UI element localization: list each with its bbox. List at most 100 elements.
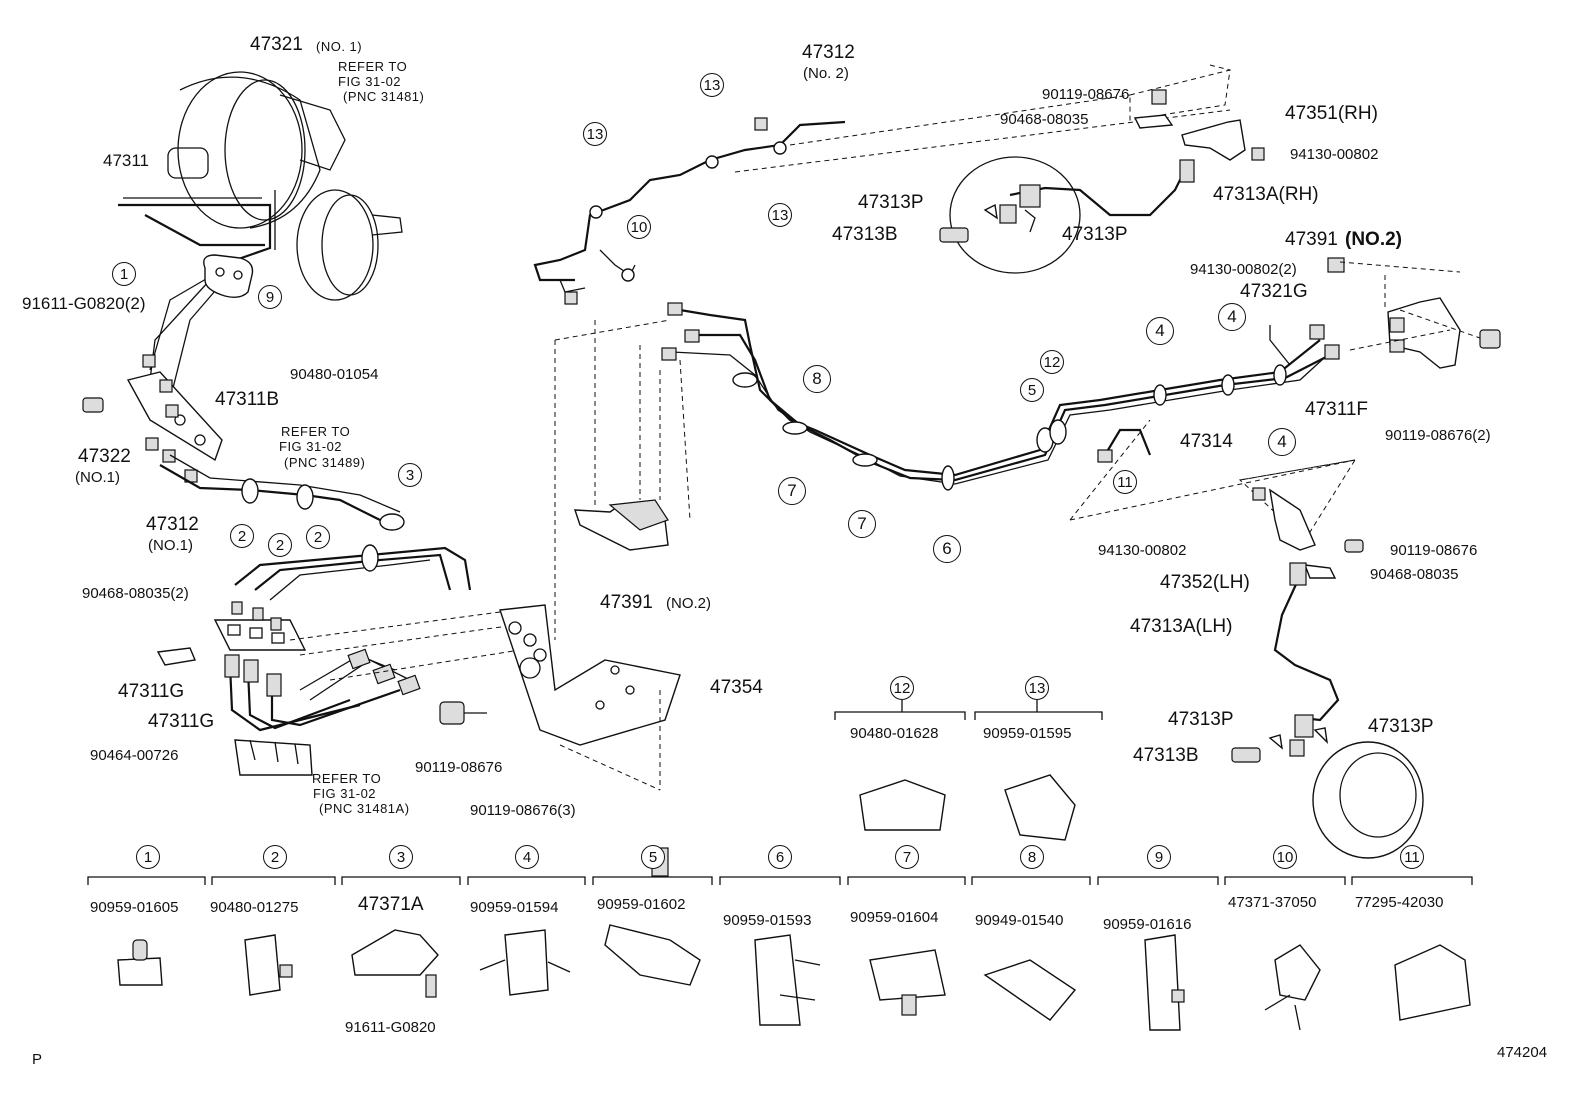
table-callout-7: 7	[895, 845, 919, 869]
table-part-13: 90959-01595	[983, 725, 1072, 742]
label-90468-08035-2: 90468-08035(2)	[82, 585, 189, 602]
table-part-5: 90959-01602	[597, 896, 686, 913]
label-90468-08035-a: 90468-08035	[1000, 111, 1089, 128]
label-90119-08676-c: 90119-08676	[415, 759, 503, 776]
callout-3: 3	[398, 463, 422, 487]
brake-booster	[167, 71, 403, 301]
label-47311b: 47311B	[215, 389, 280, 410]
refer1-line2: FIG 31-02	[338, 74, 402, 89]
label-47312-no2: 47312	[802, 42, 855, 63]
lower-tubes	[224, 648, 421, 732]
label-90119-08676-2: 90119-08676(2)	[1385, 427, 1491, 444]
table-part-7: 90959-01604	[850, 909, 939, 926]
label-47311g-b: 47311G	[148, 711, 215, 732]
callout-5: 5	[1020, 378, 1044, 402]
table-callout-2: 2	[263, 845, 287, 869]
footer-left: P	[32, 1051, 43, 1068]
refer1-line3: (PNC 31481)	[343, 89, 425, 104]
label-94130-00802-b: 94130-00802	[1098, 542, 1187, 559]
callout-2c: 2	[306, 525, 330, 549]
label-47313b-b: 47313B	[1133, 745, 1199, 766]
lh-brake-assembly	[1231, 459, 1424, 859]
label-47313a-rh: 47313A(RH)	[1213, 184, 1319, 205]
table-part-4: 90959-01594	[470, 899, 559, 916]
label-47351-rh: 47351(RH)	[1285, 103, 1378, 124]
clip-drawings	[117, 774, 1471, 1031]
label-90480-01054: 90480-01054	[290, 366, 379, 383]
callout-8: 8	[803, 365, 831, 393]
callout-6: 6	[933, 535, 961, 563]
callout-2b: 2	[268, 533, 292, 557]
table-callout-10: 10	[1273, 845, 1297, 869]
table-callout-5: 5	[641, 845, 665, 869]
main-tube-run	[661, 302, 1340, 491]
label-47354: 47354	[710, 677, 763, 698]
label-47321-no: (NO. 1)	[316, 39, 363, 54]
label-90119-08676-3: 90119-08676(3)	[470, 802, 576, 819]
label-90468-08035-b: 90468-08035	[1370, 566, 1459, 583]
tube-47312-no2	[533, 117, 846, 305]
label-47312-no1-sub: (NO.1)	[148, 537, 193, 554]
footer-right: 474204	[1497, 1044, 1548, 1061]
callout-4b: 4	[1218, 303, 1246, 331]
label-47391-left-sub: (NO.2)	[666, 595, 711, 612]
table-callout-3: 3	[389, 845, 413, 869]
label-47321g: 47321G	[1240, 281, 1308, 302]
refer1-line1: REFER TO	[338, 59, 408, 74]
refer2-line1: REFER TO	[281, 424, 351, 439]
table-callout-4: 4	[515, 845, 539, 869]
refer2-line2: FIG 31-02	[279, 439, 343, 454]
label-47322: 47322	[78, 446, 131, 467]
table-part-1: 90959-01605	[90, 899, 179, 916]
callout-7a: 7	[778, 477, 806, 505]
callout-11: 11	[1113, 470, 1137, 494]
callout-7b: 7	[848, 510, 876, 538]
label-47391-left: 47391	[600, 592, 653, 613]
refer2-line3: (PNC 31489)	[284, 455, 366, 470]
table-callout-13: 13	[1025, 676, 1049, 700]
dashed-guides-left	[289, 319, 691, 681]
label-91611-g0820-2: 91611-G0820(2)	[22, 294, 146, 313]
table-part-11: 77295-42030	[1355, 894, 1444, 911]
table-sub-bolt: 91611-G0820	[345, 1019, 436, 1036]
refer3-line1: REFER TO	[312, 771, 382, 786]
label-90119-08676-a: 90119-08676	[1042, 86, 1130, 103]
label-94130-00802-a: 94130-00802	[1290, 146, 1379, 163]
tube-47312-no1	[159, 454, 405, 531]
label-47313p-b: 47313P	[1062, 224, 1128, 245]
table-part-12: 90480-01628	[850, 725, 939, 742]
table-part-6: 90959-01593	[723, 912, 812, 929]
callout-4c: 4	[1268, 428, 1296, 456]
table-part-3: 47371A	[358, 894, 424, 915]
bracket-47391-left	[574, 499, 669, 551]
table-callout-11: 11	[1400, 845, 1424, 869]
label-47312-no1: 47312	[146, 514, 199, 535]
table-callout-6: 6	[768, 845, 792, 869]
label-47313a-lh: 47313A(LH)	[1130, 616, 1233, 637]
table-part-9: 90959-01616	[1103, 916, 1192, 933]
label-47391-right: 47391	[1285, 229, 1338, 250]
tube-bundle-47311g	[234, 544, 472, 601]
bracket-plate	[213, 619, 307, 651]
label-90464-00726: 90464-00726	[90, 747, 179, 764]
callout-12: 12	[1040, 350, 1064, 374]
table-callout-8: 8	[1020, 845, 1044, 869]
refer3-line2: FIG 31-02	[313, 786, 377, 801]
callout-13a: 13	[700, 73, 724, 97]
table-part-8: 90949-01540	[975, 912, 1064, 929]
callout-10: 10	[627, 215, 651, 239]
table-part-10: 47371-37050	[1228, 894, 1317, 911]
grommet-90480-01054	[203, 254, 254, 299]
label-47313p-c: 47313P	[1168, 709, 1234, 730]
label-94130-00802-2: 94130-00802(2)	[1190, 261, 1297, 278]
callout-9: 9	[258, 285, 282, 309]
table-callout-1: 1	[136, 845, 160, 869]
label-47313p-d: 47313P	[1368, 716, 1434, 737]
label-47352-lh: 47352(LH)	[1160, 572, 1250, 593]
callout-1: 1	[112, 262, 136, 286]
clamp-90464-00726	[234, 739, 313, 776]
callout-2a: 2	[230, 524, 254, 548]
callout-4a: 4	[1146, 317, 1174, 345]
